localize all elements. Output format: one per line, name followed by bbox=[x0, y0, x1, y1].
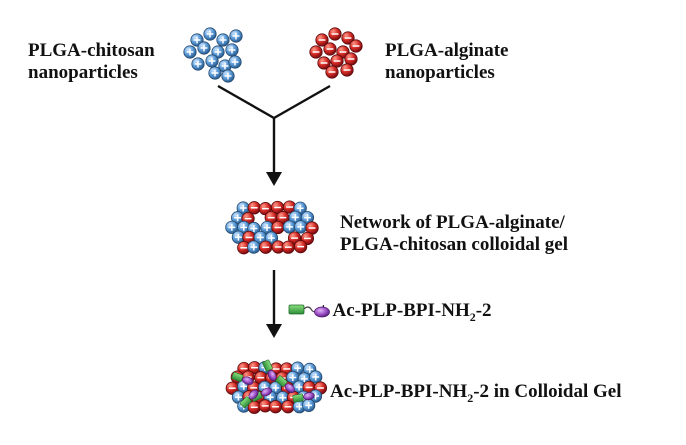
final-label-suffix: -2 in Colloidal Gel bbox=[473, 381, 622, 402]
particle-layer bbox=[183, 27, 363, 414]
plus-particle-icon bbox=[183, 45, 197, 59]
minus-particle-icon bbox=[281, 400, 295, 414]
plus-particle-icon bbox=[225, 220, 239, 234]
peptide-icon bbox=[262, 359, 277, 382]
plus-particle-icon bbox=[218, 59, 232, 73]
plus-particle-icon bbox=[191, 57, 205, 71]
minus-particle-icon bbox=[315, 33, 329, 47]
plus-particle-icon bbox=[231, 211, 245, 225]
minus-particle-icon bbox=[323, 42, 337, 56]
plus-particle-icon bbox=[309, 370, 323, 384]
peptide-label-prefix: + Ac-PLP-BPI-NH bbox=[318, 300, 470, 321]
plus-particle-icon bbox=[288, 210, 302, 224]
final-label-prefix: Ac-PLP-BPI-NH bbox=[330, 381, 468, 402]
minus-particle-icon bbox=[341, 31, 355, 45]
plus-particle-icon bbox=[228, 55, 242, 69]
plus-particle-icon bbox=[225, 43, 239, 57]
network-label-line1: Network of PLGA-alginate/ bbox=[340, 212, 565, 233]
minus-particle-icon bbox=[281, 240, 295, 254]
minus-particle-icon bbox=[259, 240, 273, 254]
plus-particle-icon bbox=[208, 66, 222, 80]
peptide-icon bbox=[239, 389, 259, 409]
alginate-label: PLGA-alginate nanoparticles bbox=[385, 40, 509, 84]
peptide-icon bbox=[231, 371, 254, 385]
minus-particle-icon bbox=[305, 221, 319, 235]
left-branch-line bbox=[217, 84, 275, 120]
minus-particle-icon bbox=[330, 54, 344, 68]
network-label-line2: PLGA-chitosan colloidal gel bbox=[340, 234, 568, 255]
minus-particle-icon bbox=[268, 400, 283, 414]
flow-connectors bbox=[217, 84, 331, 328]
minus-particle-icon bbox=[237, 241, 251, 255]
network-label: Network of PLGA-alginate/ PLGA-chitosan … bbox=[340, 212, 568, 256]
peptide-label: + Ac-PLP-BPI-NH2-2 bbox=[318, 300, 492, 328]
right-branch-line bbox=[273, 84, 331, 120]
peptide-tail-icon bbox=[314, 306, 330, 318]
peptide-label-subscript: 2 bbox=[469, 309, 476, 324]
plus-particle-icon bbox=[247, 240, 261, 254]
minus-particle-icon bbox=[325, 65, 339, 79]
peptide-icon bbox=[292, 392, 315, 403]
peptide-icon bbox=[288, 304, 330, 318]
peptide-label-suffix: -2 bbox=[475, 300, 492, 321]
plus-particle-icon bbox=[229, 29, 243, 43]
alginate-label-line2: nanoparticles bbox=[385, 62, 495, 83]
final-label: Ac-PLP-BPI-NH2-2 in Colloidal Gel bbox=[330, 381, 622, 409]
minus-particle-icon bbox=[247, 201, 261, 215]
plus-particle-icon bbox=[221, 69, 235, 83]
peptide-icon bbox=[275, 375, 295, 393]
minus-particle-icon bbox=[294, 240, 308, 254]
minus-particle-icon bbox=[340, 63, 354, 77]
plus-particle-icon bbox=[205, 54, 219, 68]
chitosan-label: PLGA-chitosan nanoparticles bbox=[28, 40, 155, 84]
plus-particle-icon bbox=[197, 41, 211, 55]
chitosan-label-line1: PLGA-chitosan bbox=[28, 40, 155, 61]
plus-particle-icon bbox=[203, 27, 217, 41]
peptide-head-icon bbox=[288, 304, 305, 315]
minus-particle-icon bbox=[328, 27, 342, 41]
minus-particle-icon bbox=[349, 39, 363, 53]
final-label-subscript: 2 bbox=[467, 390, 474, 405]
arrow-2-head bbox=[266, 324, 282, 338]
minus-particle-icon bbox=[344, 52, 358, 66]
alginate-label-line1: PLGA-alginate bbox=[385, 40, 509, 61]
plus-particle-icon bbox=[282, 220, 297, 234]
plus-particle-icon bbox=[294, 220, 308, 234]
minus-particle-icon bbox=[317, 56, 331, 70]
plus-particle-icon bbox=[264, 231, 279, 245]
gel-peptide-layer bbox=[231, 359, 315, 409]
plus-particle-icon bbox=[302, 398, 316, 412]
plus-particle-icon bbox=[216, 33, 230, 47]
arrow-1-head bbox=[266, 172, 282, 186]
chitosan-label-line2: nanoparticles bbox=[28, 62, 138, 83]
peptide-linker-icon bbox=[303, 306, 317, 313]
minus-particle-icon bbox=[309, 45, 323, 59]
